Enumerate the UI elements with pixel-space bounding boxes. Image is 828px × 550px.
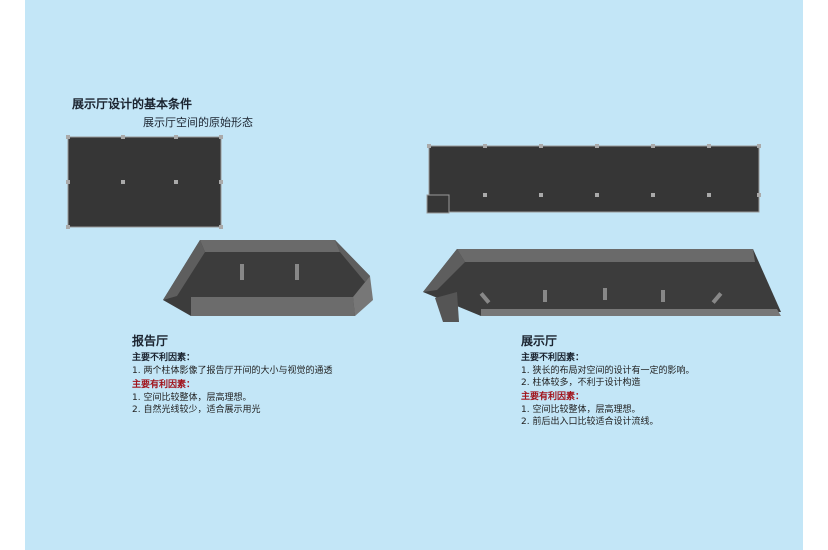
exhibition-hall-positive-item: 1. 空间比较整体，层高理想。 (521, 405, 641, 415)
lecture-hall-negative-item: 1. 两个柱体影像了报告厅开间的大小与视觉的通透 (132, 366, 333, 376)
exhibition-hall-3d (423, 249, 781, 322)
exhibition-hall-negative-item: 1. 狭长的布局对空间的设计有一定的影响。 (521, 366, 695, 376)
lecture-hall-positive-item: 1. 空间比较整体，层高理想。 (132, 393, 252, 403)
exhibition-hall-negative-heading: 主要不利因素： (521, 353, 585, 363)
lecture-hall-positive-heading: 主要有利因素： (132, 380, 196, 390)
floor-plan-figures (66, 135, 781, 322)
exhibition-hall-negative-item: 2. 柱体较多，不利于设计构造 (521, 378, 641, 388)
exhibition-hall-positive-item: 2. 前后出入口比较适合设计流线。 (521, 417, 659, 427)
lecture-hall-negative-heading: 主要不利因素： (132, 353, 196, 363)
lecture-hall-positive-item: 2. 自然光线较少，适合展示用光 (132, 405, 261, 415)
exhibition-hall-positive-heading: 主要有利因素： (521, 392, 585, 402)
exhibition-hall-name: 展示厅 (521, 334, 558, 348)
page-title: 展示厅设计的基本条件 (72, 97, 193, 111)
page-subtitle: 展示厅空间的原始形态 (143, 116, 253, 129)
exhibition-hall-plan (426, 144, 761, 214)
lecture-hall-name: 报告厅 (132, 334, 169, 348)
slide-background: 展示厅设计的基本条件 展示厅空间的原始形态 (25, 0, 803, 550)
lecture-hall-plan (66, 135, 223, 229)
lecture-hall-3d (163, 240, 373, 316)
